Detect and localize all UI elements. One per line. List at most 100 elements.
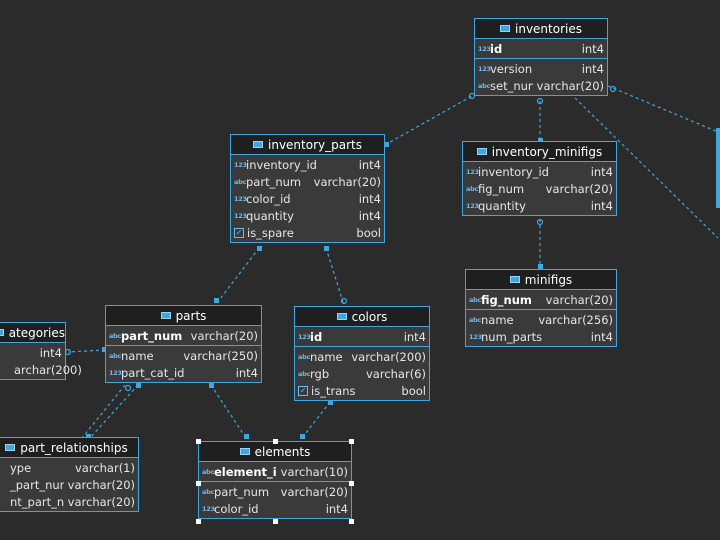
text-type-icon: abc	[109, 331, 121, 340]
selection-handle[interactable]	[349, 519, 354, 524]
column-type: int4	[581, 61, 604, 76]
column-name: name	[310, 349, 343, 364]
table-header[interactable]: ategories	[0, 323, 65, 343]
selection-handle[interactable]	[349, 439, 354, 444]
offscreen-table-edge	[716, 128, 720, 208]
table-header[interactable]: inventory_minifigs	[463, 142, 616, 162]
numeric-type-icon: 123	[298, 332, 311, 341]
table-icon	[0, 329, 4, 336]
table-title: elements	[254, 444, 311, 459]
checkbox-type-icon: ✓	[234, 227, 244, 238]
selection-handle[interactable]	[196, 439, 201, 444]
link-parts-part-relationships-2	[81, 384, 126, 439]
table-header[interactable]: parts	[106, 306, 261, 326]
column-name: part_num	[214, 484, 270, 499]
table-header[interactable]: part_relationships	[0, 438, 138, 458]
table-title: part_relationships	[20, 440, 128, 455]
text-type-icon: abc	[202, 467, 214, 476]
numeric-type-icon: 123	[202, 504, 215, 513]
table-elements[interactable]: elementsabcelement_idvarchar(10)abcpart_…	[198, 441, 352, 519]
link-inventory-parts-colors	[325, 247, 345, 306]
column-name: ype	[10, 460, 32, 475]
column-type: varchar(256)	[538, 312, 613, 327]
numeric-type-icon: 123	[478, 44, 491, 53]
text-type-icon: abc	[109, 351, 121, 360]
column-name: rgb	[310, 366, 330, 381]
table-header[interactable]: colors	[295, 307, 429, 327]
table-header[interactable]: elements	[199, 442, 351, 462]
numeric-type-icon: 123	[109, 368, 122, 377]
selection-handle[interactable]	[196, 481, 201, 486]
table-column[interactable]: ype varchar(1)	[0, 459, 135, 476]
column-name: nt_part_num	[10, 494, 64, 509]
selection-handle[interactable]	[273, 519, 278, 524]
column-type: int4	[590, 329, 613, 344]
column-type: int4	[403, 329, 426, 344]
table-column[interactable]: int4	[0, 344, 62, 361]
selection-handle[interactable]	[196, 519, 201, 524]
table-header[interactable]: minifigs	[466, 270, 616, 290]
column-name: color_id	[246, 191, 291, 206]
column-type: varchar(20)	[67, 494, 135, 509]
column-name: part_num	[121, 328, 183, 343]
table-title: inventory_minifigs	[491, 144, 603, 159]
column-type: varchar(10)	[280, 464, 348, 479]
selection-handle[interactable]	[349, 481, 354, 486]
column-type: varchar(20)	[67, 477, 135, 492]
link-inventory-parts-inventories	[384, 95, 473, 146]
table-header[interactable]: inventory_parts	[231, 135, 384, 155]
column-name: name	[481, 312, 514, 327]
column-name: fig_num	[481, 292, 532, 307]
table-header[interactable]: inventories	[475, 19, 607, 39]
column-type: int4	[590, 198, 613, 213]
column-type: int4	[39, 345, 62, 360]
text-type-icon: abc	[469, 315, 481, 324]
table-column[interactable]: archar(200)	[0, 361, 82, 378]
selection-handle[interactable]	[273, 439, 278, 444]
column-type: varchar(1)	[74, 460, 135, 475]
numeric-type-icon: 123	[234, 211, 247, 220]
numeric-type-icon: 123	[234, 160, 247, 169]
table-icon	[509, 276, 520, 283]
link-colors-elements	[301, 401, 331, 439]
table-title: colors	[351, 309, 388, 324]
link-parts-elements	[210, 384, 247, 439]
column-type: int4	[358, 208, 381, 223]
key-separator	[475, 58, 607, 59]
